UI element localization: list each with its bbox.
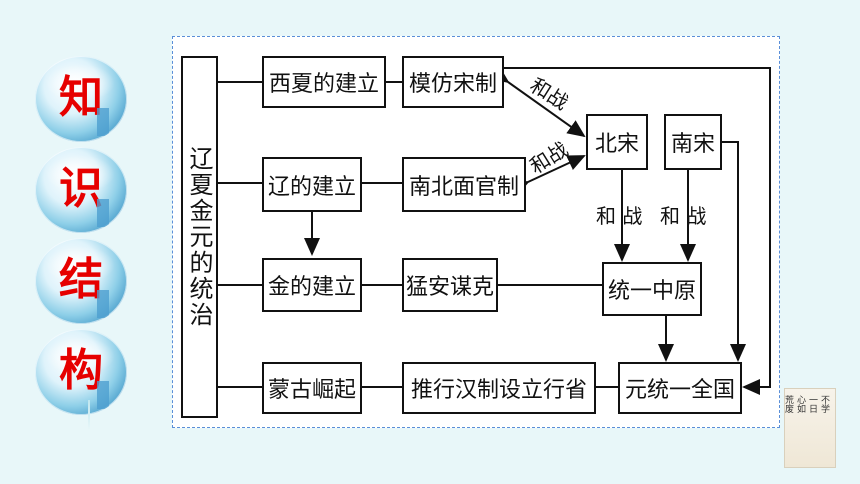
decorative-line (88, 400, 90, 430)
node-beisong: 北宋 (586, 114, 648, 170)
node-yuan: 元统一全国 (618, 362, 742, 414)
side-title-char: 知 (59, 72, 103, 123)
node-tuixing: 推行汉制设立行省 (402, 362, 596, 414)
side-badge-4: 构 (35, 329, 127, 415)
side-badge-1: 知 (35, 56, 127, 142)
root-node: 辽夏金元的统治 (181, 56, 218, 418)
node-tongyi-zhongyuan: 统一中原 (602, 262, 702, 316)
node-liao: 辽的建立 (262, 157, 362, 212)
label-hezhan-beisong: 和 战 (596, 204, 643, 228)
side-badge-2: 识 (35, 147, 127, 233)
scroll-painting-image: 不学 一日 心如 荒废 (783, 388, 836, 468)
side-badge-3: 结 (35, 238, 127, 324)
node-mengan: 猛安谋克 (402, 258, 498, 312)
node-mofang: 模仿宋制 (402, 56, 504, 108)
scroll-text: 不学 (819, 395, 829, 413)
side-title-char: 识 (59, 163, 103, 214)
node-nanbei: 南北面官制 (402, 157, 526, 212)
scroll-text: 荒废 (783, 395, 793, 413)
node-menggu: 蒙古崛起 (262, 362, 362, 414)
node-jin: 金的建立 (262, 258, 362, 312)
label-hezhan-nansong: 和 战 (660, 204, 707, 228)
side-title-char: 结 (59, 254, 103, 305)
scroll-text: 心如 (795, 395, 805, 413)
side-title-char: 构 (59, 345, 103, 396)
node-xixia: 西夏的建立 (262, 56, 386, 108)
scroll-text: 一日 (807, 395, 817, 413)
node-nansong: 南宋 (664, 114, 722, 170)
